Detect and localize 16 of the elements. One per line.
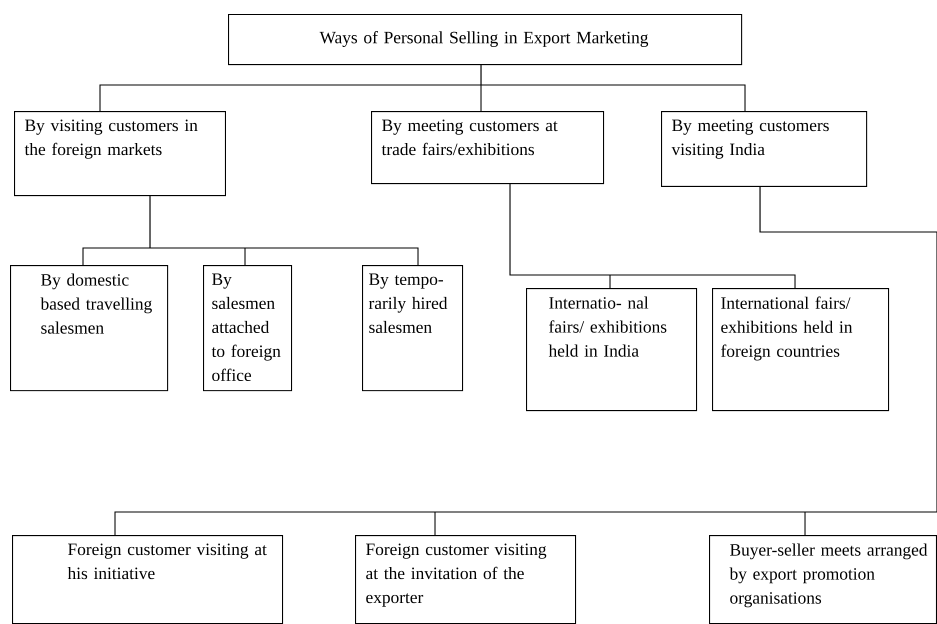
text-box: By domestic based travelling salesmen [10, 265, 168, 392]
connector-line [509, 184, 796, 288]
text-box: Foreign customer visiting at his initiative [12, 535, 284, 624]
text-box: Foreign customer visiting at the invitation of the exporter [355, 535, 576, 624]
connector-line [480, 65, 746, 111]
text-box: By visiting customers in the foreign markets [14, 111, 226, 196]
text-box: By salesmen attached to foreign office [203, 265, 292, 392]
text-box: By meeting customers at trade fairs/exhibitions [371, 111, 604, 184]
text-box: By meeting customers visiting India [661, 111, 868, 187]
connector-line [149, 196, 419, 265]
connector-line [759, 187, 937, 535]
text-box: By tempo- rarily hired salesmen [362, 265, 464, 392]
text-box: International fairs/ exhibitions held in foreign countries [712, 288, 890, 412]
text-box: Internatio- nal fairs/ exhibitions held in India [526, 288, 698, 412]
text-box: Buyer-seller meets arranged by export promotion organisations [709, 535, 937, 624]
text-box: Ways of Personal Selling in Export Marketing [228, 14, 742, 66]
